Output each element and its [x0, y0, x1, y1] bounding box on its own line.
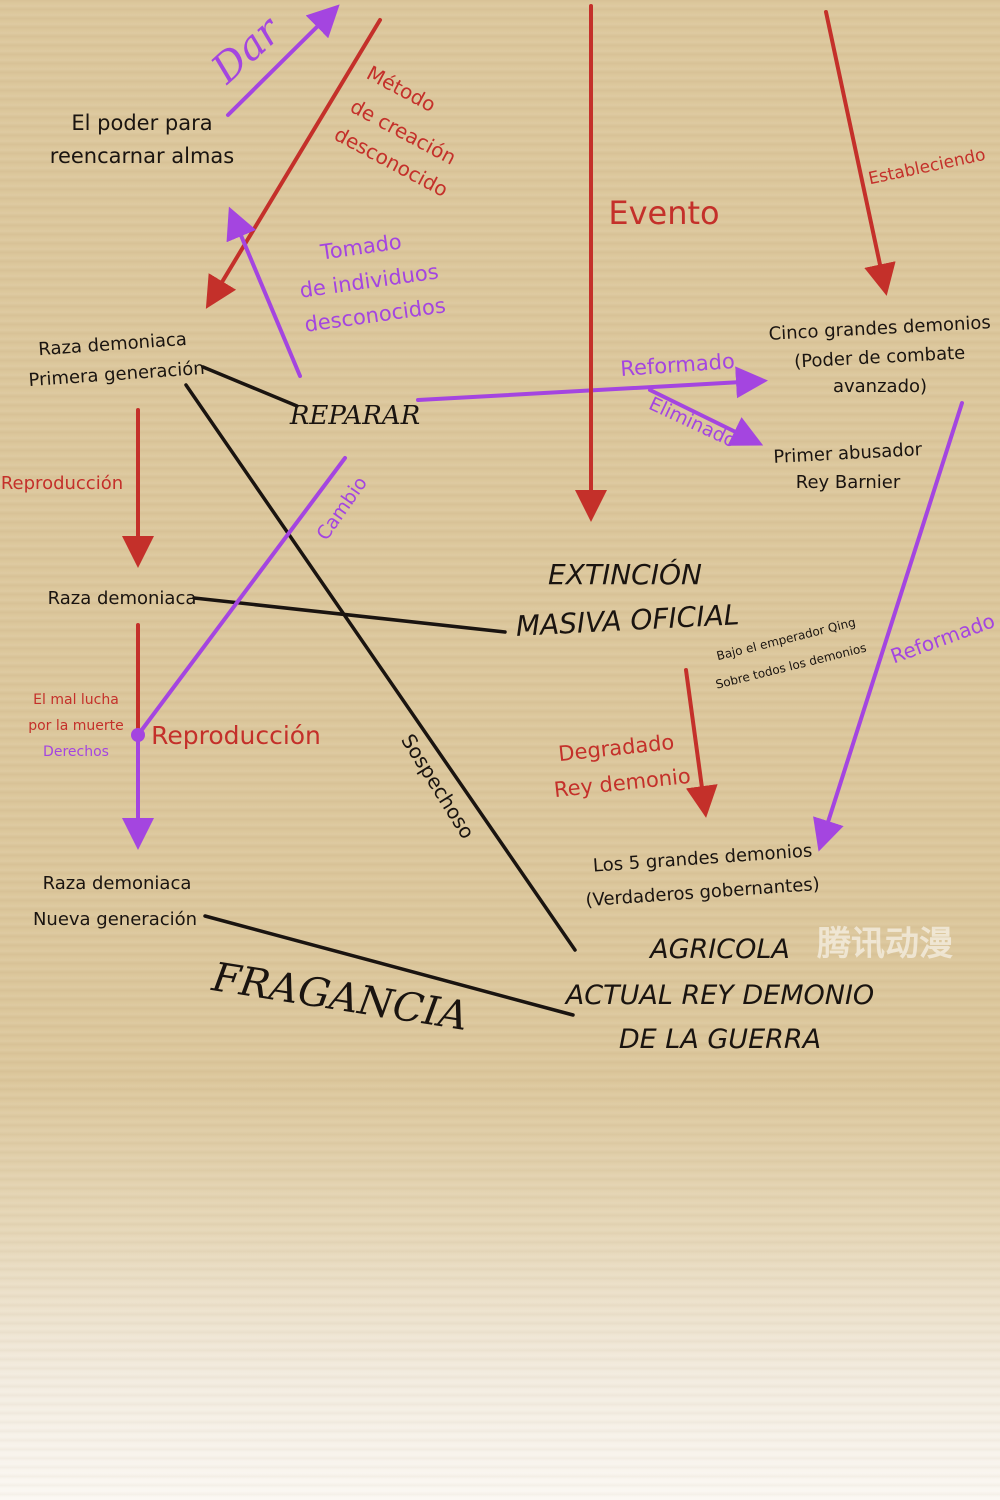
label-reformado1: Reformado — [620, 349, 736, 381]
arrow-reformado-los5 — [813, 401, 964, 852]
line-nueva-agricola — [203, 914, 575, 1017]
node-extincion: EXTINCIÓN MASIVA OFICIAL — [515, 557, 740, 643]
label-cambio: Cambio — [312, 473, 372, 545]
node-text: ACTUAL REY DEMONIO — [564, 980, 874, 1011]
node-text: Primera generación — [28, 358, 205, 391]
node-text: AGRICOLA — [648, 934, 790, 965]
line-cambio — [136, 456, 347, 737]
node-fragancia: FRAGANCIA — [208, 954, 471, 1040]
arrow-estableciendo — [824, 10, 896, 296]
arrow-tomado — [226, 206, 302, 378]
node-agricola: AGRICOLA ACTUAL REY DEMONIO DE LA GUERRA — [564, 934, 874, 1055]
label-evento: Evento — [608, 194, 719, 232]
node-text: Los 5 grandes demonios — [592, 840, 813, 876]
node-text: Nueva generación — [33, 909, 197, 930]
label-text: El mal lucha — [33, 692, 119, 708]
label-mal: El mal lucha por la muerte — [28, 692, 124, 734]
node-text: Primer abusador — [773, 439, 923, 468]
node-text: EXTINCIÓN — [548, 557, 702, 591]
label-reproduccion1: Reproducción — [1, 473, 123, 494]
node-text: Raza demoniaca — [43, 873, 192, 894]
node-text: MASIVA OFICIAL — [515, 598, 740, 643]
label-text: por la muerte — [28, 718, 124, 734]
node-text: El poder para — [71, 111, 212, 135]
node-nueva: Raza demoniaca Nueva generación — [33, 873, 197, 930]
line-primera-reparar — [201, 365, 299, 408]
watermark: 腾讯动漫 — [817, 924, 953, 964]
label-reformado2: Reformado — [887, 608, 998, 668]
label-dar: Dar — [202, 6, 291, 93]
line-raza-extincion — [192, 596, 507, 634]
node-text: (Verdaderos gobernantes) — [585, 874, 820, 911]
label-text: Rey demonio — [553, 764, 692, 802]
node-text: avanzado) — [833, 376, 927, 397]
node-text: reencarnar almas — [50, 144, 234, 168]
label-eliminado: Eliminado — [645, 393, 739, 453]
node-text: DE LA GUERRA — [619, 1024, 821, 1055]
node-raza: Raza demoniaca — [48, 588, 197, 609]
node-reparar: REPARAR — [289, 401, 420, 431]
label-sospechoso: Sospechoso — [396, 730, 479, 844]
node-text: Cinco grandes demonios — [768, 312, 991, 345]
label-text: Tomado — [318, 230, 403, 265]
label-reproduccion2: Reproducción — [151, 721, 321, 750]
node-text: (Poder de combate — [794, 343, 966, 373]
node-text: Raza demoniaca — [38, 329, 188, 360]
label-estableciendo: Estableciendo — [867, 145, 988, 189]
edges — [122, 4, 964, 1017]
label-text: desconocidos — [303, 293, 447, 337]
label-tomado: Tomado de individuos desconocidos — [298, 230, 447, 337]
node-los5: Los 5 grandes demonios (Verdaderos gober… — [585, 840, 820, 911]
label-text: Degradado — [557, 730, 675, 766]
arrow-metodo — [205, 18, 382, 309]
node-poder: El poder para reencarnar almas — [50, 111, 234, 168]
node-text: Rey Barnier — [796, 472, 901, 493]
label-derechos: Derechos — [43, 744, 109, 760]
node-primera: Raza demoniaca Primera generación — [28, 329, 205, 391]
node-cinco: Cinco grandes demonios (Poder de combate… — [768, 312, 991, 397]
arrow-eliminado — [648, 388, 764, 446]
arrow-degradado — [684, 668, 718, 818]
line-sospechoso — [184, 383, 577, 952]
label-metodo: Método de creación desconocido — [330, 61, 460, 202]
node-barnier: Primer abusador Rey Barnier — [773, 439, 923, 493]
label-degradado: Degradado Rey demonio — [553, 730, 692, 802]
arrow-dar — [226, 4, 340, 117]
